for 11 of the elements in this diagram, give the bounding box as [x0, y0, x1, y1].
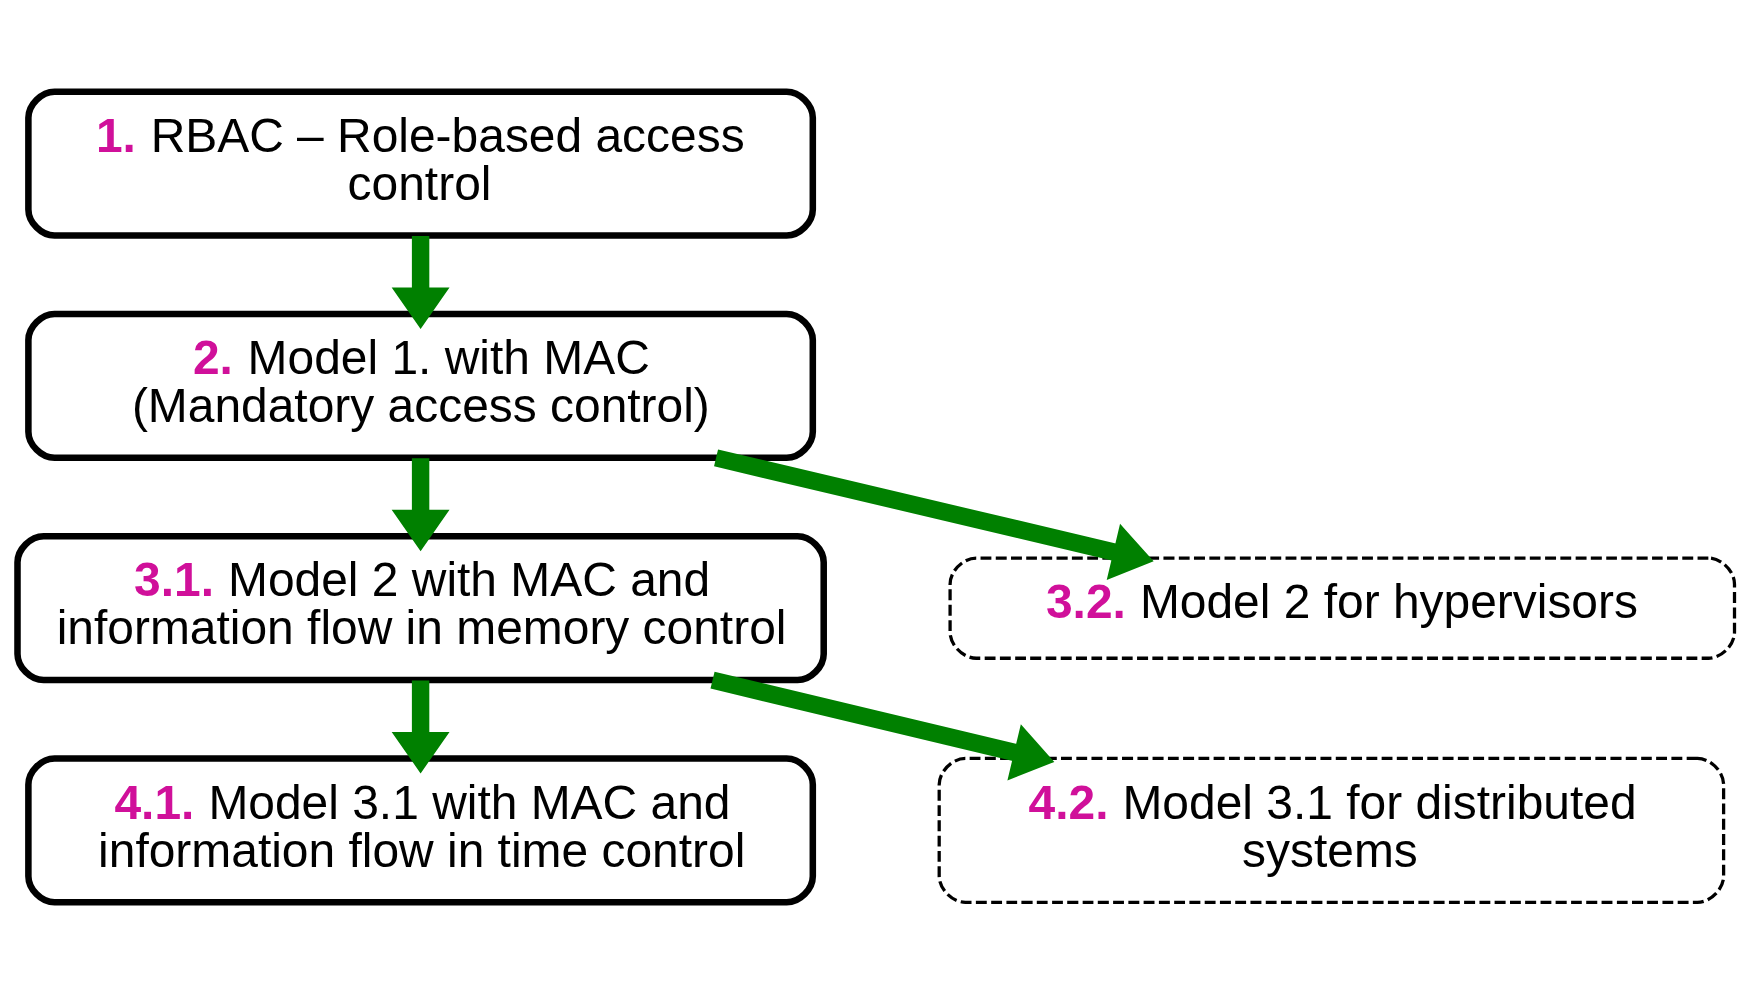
- arrow: [391, 458, 450, 552]
- node-box: 3.1. Model 2 with MAC and information flow in memory control: [14, 532, 827, 684]
- node-box: 1. RBAC – Role-based access control: [25, 88, 817, 239]
- node-box: 2. Model 1. with MAC (Mandatory access control): [25, 310, 817, 462]
- arrow: [710, 671, 1055, 781]
- node-box: 3.2. Model 2 for hypervisors: [948, 556, 1737, 660]
- node-box: 4.1. Model 3.1 with MAC and information flow in time control: [25, 755, 817, 906]
- arrow: [391, 680, 450, 774]
- node-box: 4.2. Model 3.1 for distributed systems: [937, 756, 1726, 904]
- arrow: [714, 449, 1154, 580]
- arrow: [391, 235, 450, 329]
